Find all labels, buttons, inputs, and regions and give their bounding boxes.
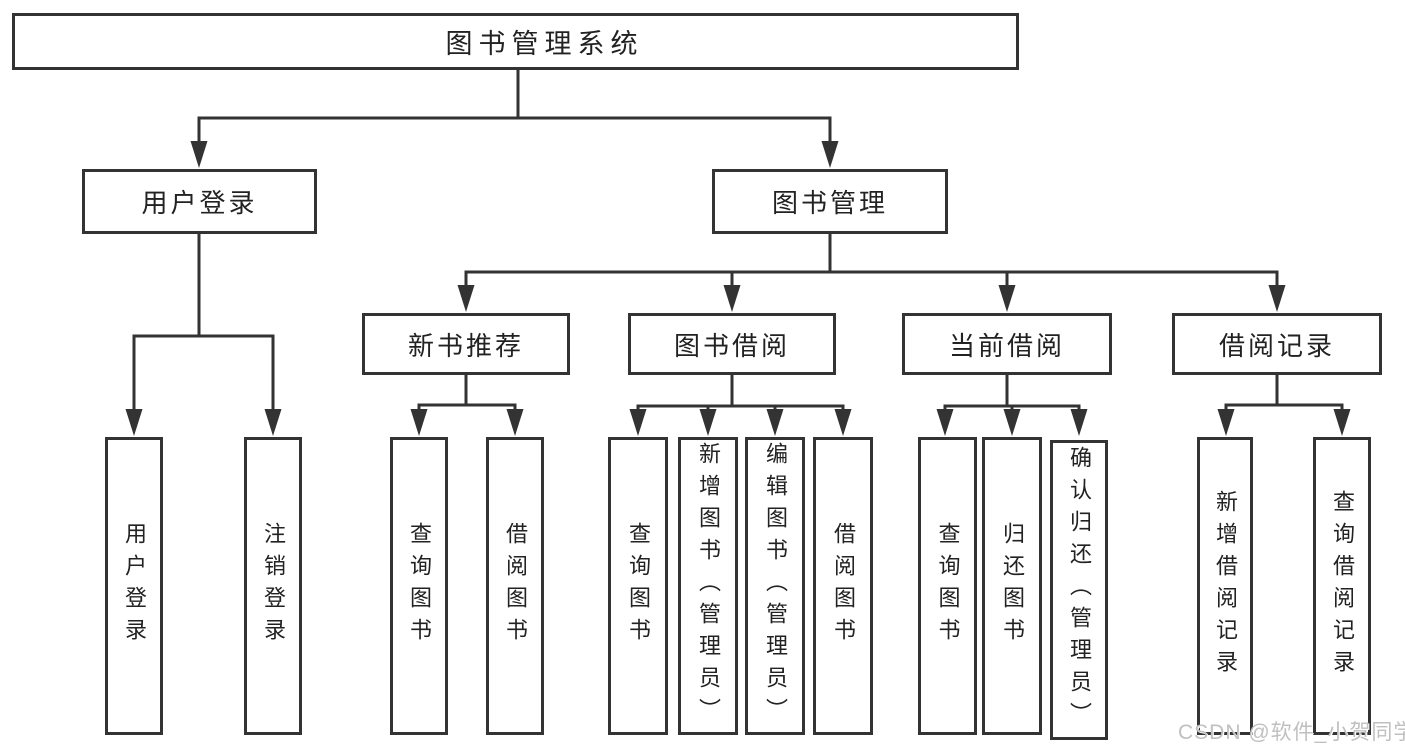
node-current-borrow: 当前借阅 <box>902 313 1112 375</box>
node-user-login: 用户登录 <box>82 169 317 234</box>
node-leaf-query-books-3: 查询图书 <box>918 437 977 735</box>
node-library-system: 图书管理系统 <box>12 13 1019 70</box>
node-leaf-query-books-1: 查询图书 <box>390 437 448 735</box>
node-leaf-add-book-admin: 新增图书（管理员） <box>678 437 738 735</box>
node-leaf-edit-book-admin: 编辑图书（管理员） <box>745 437 805 735</box>
node-book-borrow: 图书借阅 <box>628 313 836 375</box>
node-leaf-logout: 注销登录 <box>244 437 302 735</box>
node-new-book-recommend: 新书推荐 <box>362 313 570 375</box>
node-leaf-borrow-books-1: 借阅图书 <box>486 437 544 735</box>
node-book-management: 图书管理 <box>712 169 948 234</box>
watermark-text: CSDN @软件_小贺同学 <box>1178 721 1405 744</box>
node-leaf-add-borrow-record: 新增借阅记录 <box>1197 437 1253 735</box>
node-leaf-query-borrow-record: 查询借阅记录 <box>1313 437 1371 735</box>
node-leaf-user-login: 用户登录 <box>105 437 163 735</box>
node-leaf-borrow-books-2: 借阅图书 <box>813 437 873 735</box>
node-leaf-confirm-return-admin: 确认归还（管理员） <box>1050 440 1108 740</box>
node-leaf-return-book: 归还图书 <box>982 437 1042 735</box>
node-borrow-records: 借阅记录 <box>1172 313 1382 375</box>
node-leaf-query-books-2: 查询图书 <box>608 437 668 735</box>
